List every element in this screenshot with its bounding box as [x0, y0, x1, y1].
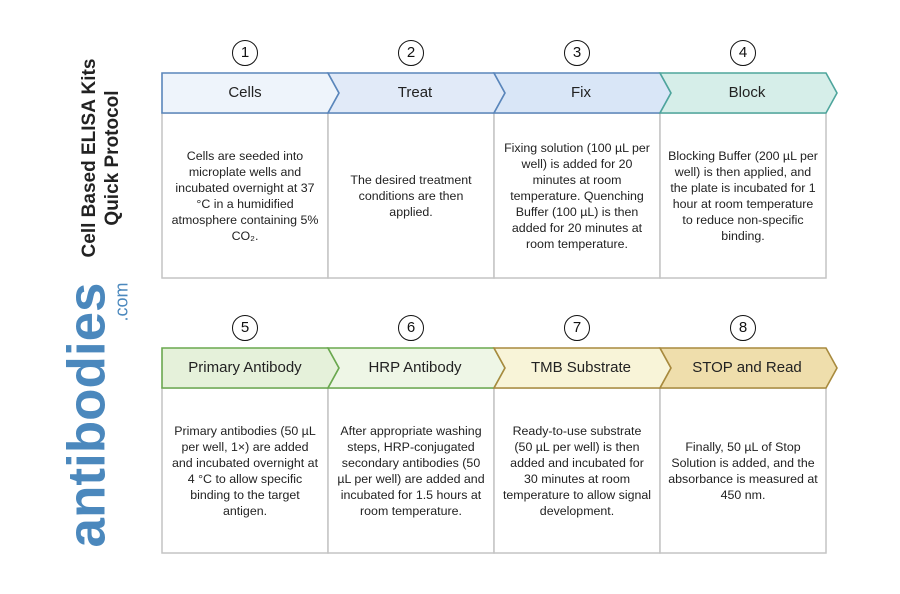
step-description: After appropriate washing steps, HRP-con…	[337, 423, 485, 518]
step-box	[161, 387, 329, 554]
step-box	[493, 387, 661, 554]
step-label: Treat	[397, 84, 433, 101]
step-label: Primary Antibody	[188, 359, 302, 376]
step-box	[659, 387, 827, 554]
step-description: Cells are seeded into microplate wells a…	[171, 148, 319, 243]
step-number-badge: 2	[398, 40, 424, 66]
step-box	[327, 387, 495, 554]
step-label: Fix	[571, 84, 591, 101]
step-box	[327, 112, 495, 279]
step-label: STOP and Read	[692, 359, 802, 376]
step-label: Block	[728, 84, 766, 101]
step-number-badge: 7	[564, 315, 590, 341]
step-label: HRP Antibody	[368, 359, 462, 376]
step-description: Primary antibodies (50 µL per well, 1×) …	[171, 423, 319, 518]
step-box	[659, 112, 827, 279]
step-box	[161, 112, 329, 279]
step-header-arrow	[658, 347, 838, 389]
step-number-badge: 5	[232, 315, 258, 341]
step-description: Fixing solution (100 µL per well) is add…	[504, 140, 650, 251]
step-description: Ready-to-use substrate (50 µL per well) …	[502, 423, 652, 518]
step-number-badge: 8	[730, 315, 756, 341]
step-number-badge: 1	[232, 40, 258, 66]
step-description: Finally, 50 µL of Stop Solution is added…	[668, 439, 818, 502]
step-label: TMB Substrate	[530, 359, 632, 376]
step-description: The desired treatment conditions are the…	[350, 172, 472, 219]
step-number-badge: 6	[398, 315, 424, 341]
step-label: Cells	[228, 84, 262, 101]
step-number-badge: 4	[730, 40, 756, 66]
step-number-badge: 3	[564, 40, 590, 66]
step-header-arrow	[658, 72, 838, 114]
step-description: Blocking Buffer (200 µL per well) is the…	[668, 148, 818, 243]
